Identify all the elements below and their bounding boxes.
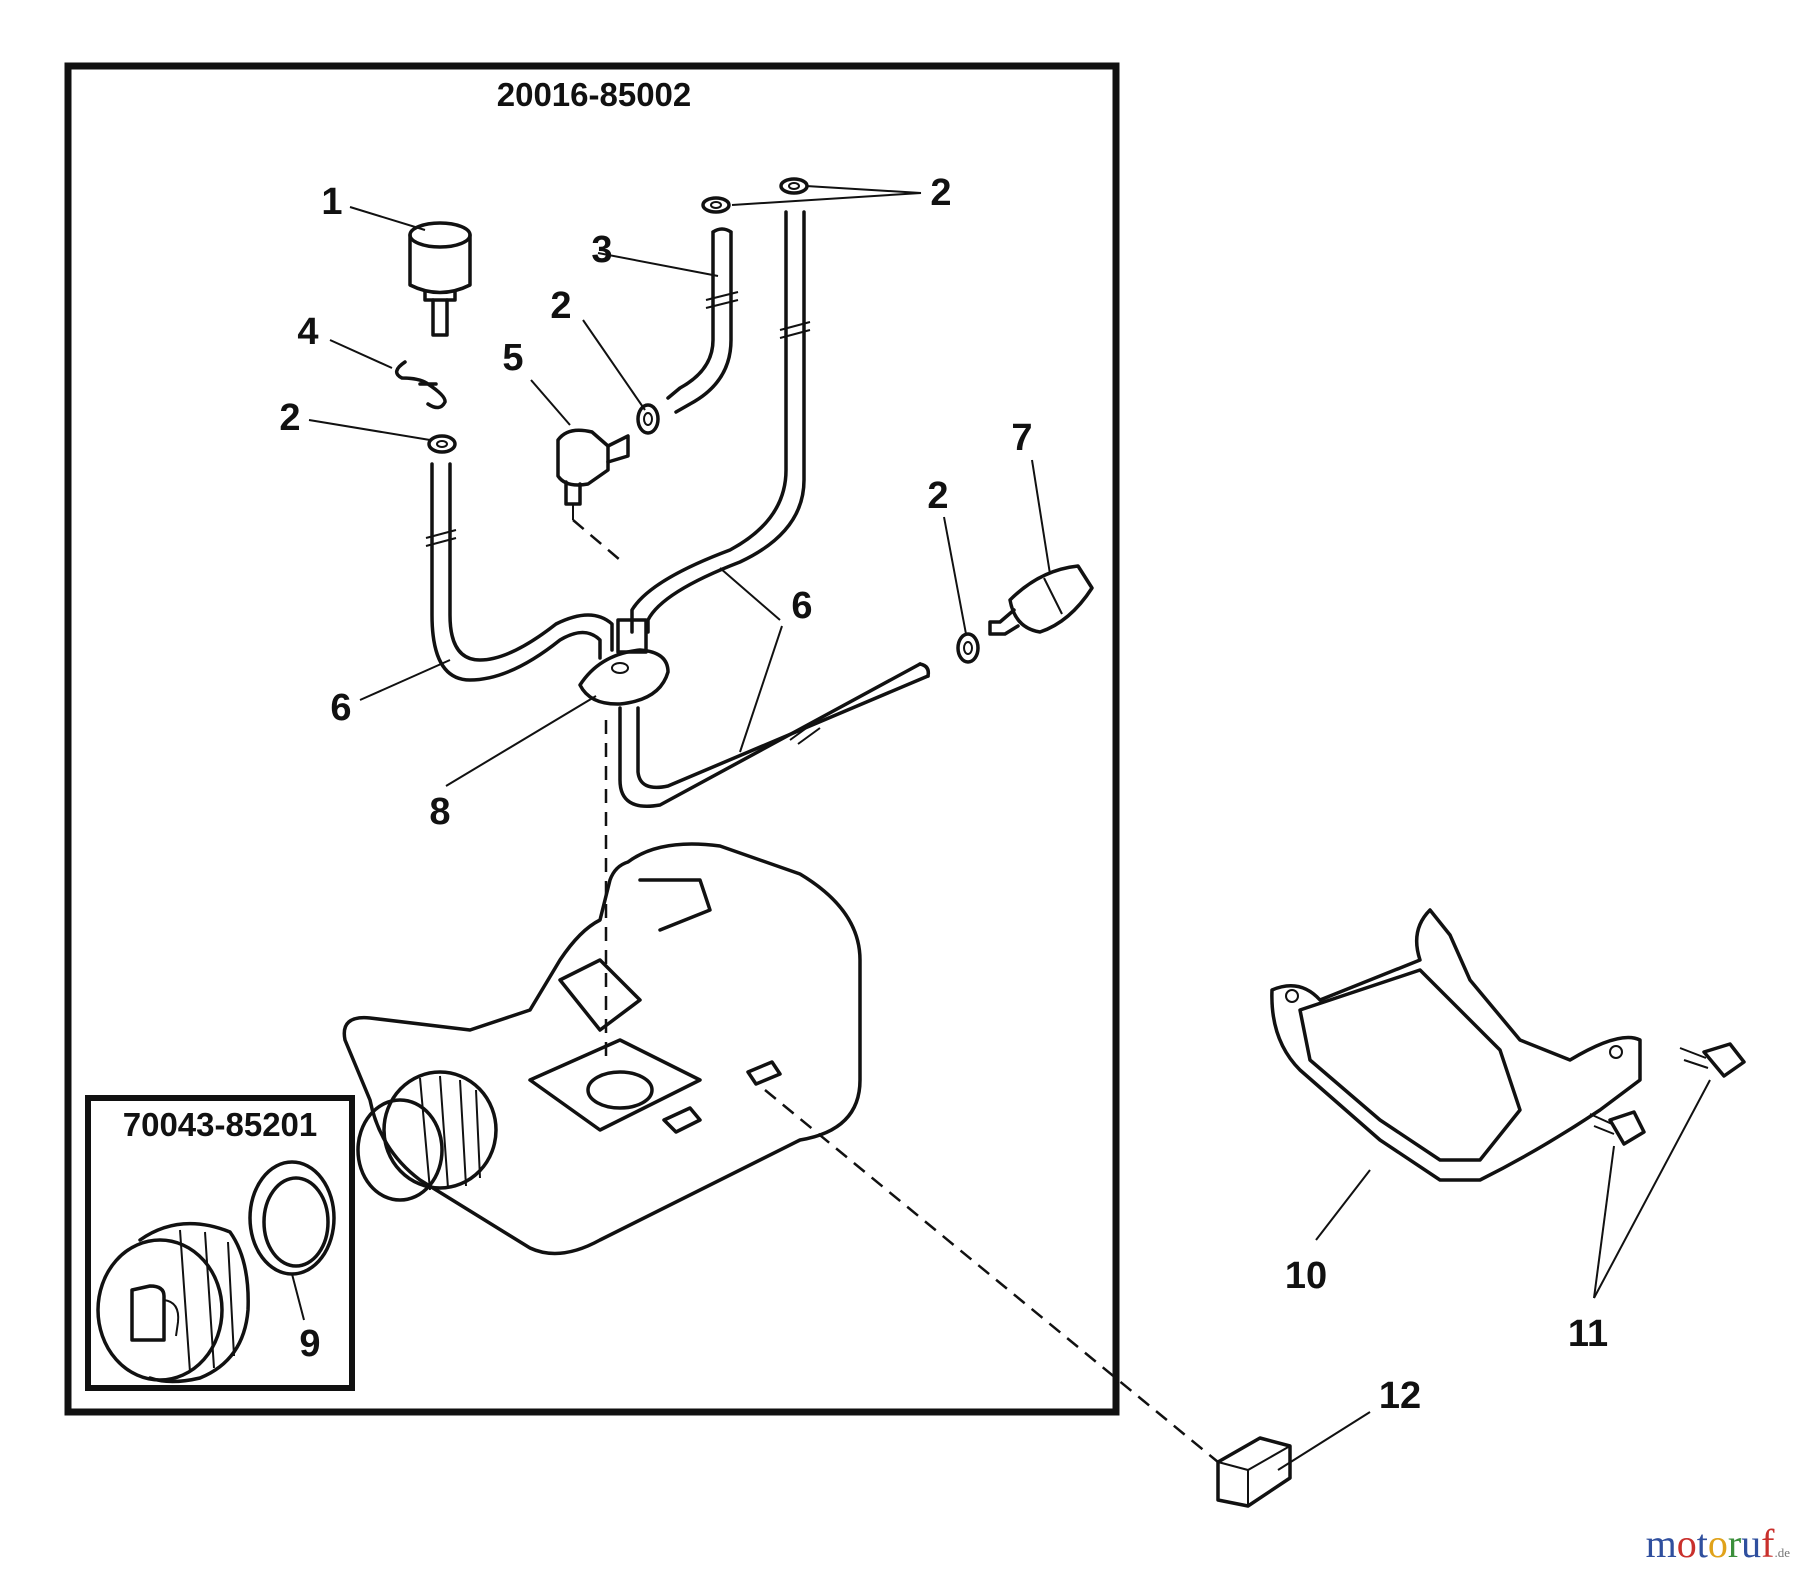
fuel-cap-part (96, 1221, 250, 1384)
watermark-letter: o (1707, 1521, 1728, 1566)
callout-12: 12 (1379, 1375, 1421, 1417)
callout-6-right: 6 (791, 585, 812, 627)
watermark-letter: f (1761, 1521, 1775, 1566)
fuel-tank-assembly-frame (64, 62, 1120, 1416)
watermark-letter: m (1645, 1521, 1677, 1566)
primer-connector-part (556, 428, 630, 520)
callout-5: 5 (502, 337, 523, 379)
callout-2-right: 2 (927, 475, 948, 517)
grommet-part-left (427, 434, 457, 454)
fuel-filter-part (408, 221, 472, 337)
foam-pad-part (1216, 1436, 1292, 1508)
callout-6-left: 6 (330, 687, 351, 729)
fuel-hose-part (425, 210, 931, 808)
grommet-part-right (956, 632, 980, 664)
grommet-part-mid (636, 403, 660, 435)
fuel-filter-inline-part (988, 564, 1094, 636)
callout-8: 8 (429, 791, 450, 833)
callout-3: 3 (591, 229, 612, 271)
hose-grommet-part (578, 618, 670, 706)
watermark-suffix: .de (1774, 1545, 1790, 1560)
fuel-cap-assembly-number: 70043-85201 (123, 1106, 318, 1143)
hose-clip-part (395, 360, 447, 410)
callout-1: 1 (321, 181, 342, 223)
callout-2-left: 2 (279, 397, 300, 439)
watermark-letter: o (1676, 1521, 1697, 1566)
return-hose-part (666, 227, 733, 414)
leader-lines (291, 185, 1711, 1471)
cap-gasket-part (248, 1160, 336, 1276)
callout-2-top: 2 (930, 172, 951, 214)
assembly-line-connector (572, 519, 621, 561)
assembly-line-pad (764, 1089, 1219, 1463)
watermark-letter: t (1696, 1521, 1708, 1566)
tank-bracket-part (1270, 908, 1642, 1182)
callout-2-mid: 2 (550, 285, 571, 327)
grommet-part-top-2 (779, 177, 809, 195)
watermark-letter: u (1741, 1521, 1762, 1566)
callout-10: 10 (1285, 1255, 1327, 1297)
watermark-letter: r (1727, 1521, 1742, 1566)
callout-9: 9 (299, 1323, 320, 1365)
watermark: motoruf.de (1646, 1524, 1790, 1564)
screw-part-1 (1679, 1042, 1746, 1078)
fuel-tank-assembly-number: 20016-85002 (497, 76, 692, 113)
fuel-tank-part (342, 842, 862, 1256)
screw-part-2 (1589, 1110, 1646, 1146)
callout-11: 11 (1568, 1313, 1608, 1355)
grommet-part-top-1 (701, 196, 731, 214)
fuel-cap-assembly-frame (85, 1095, 355, 1391)
callout-7: 7 (1011, 417, 1032, 459)
callout-4: 4 (297, 311, 318, 353)
